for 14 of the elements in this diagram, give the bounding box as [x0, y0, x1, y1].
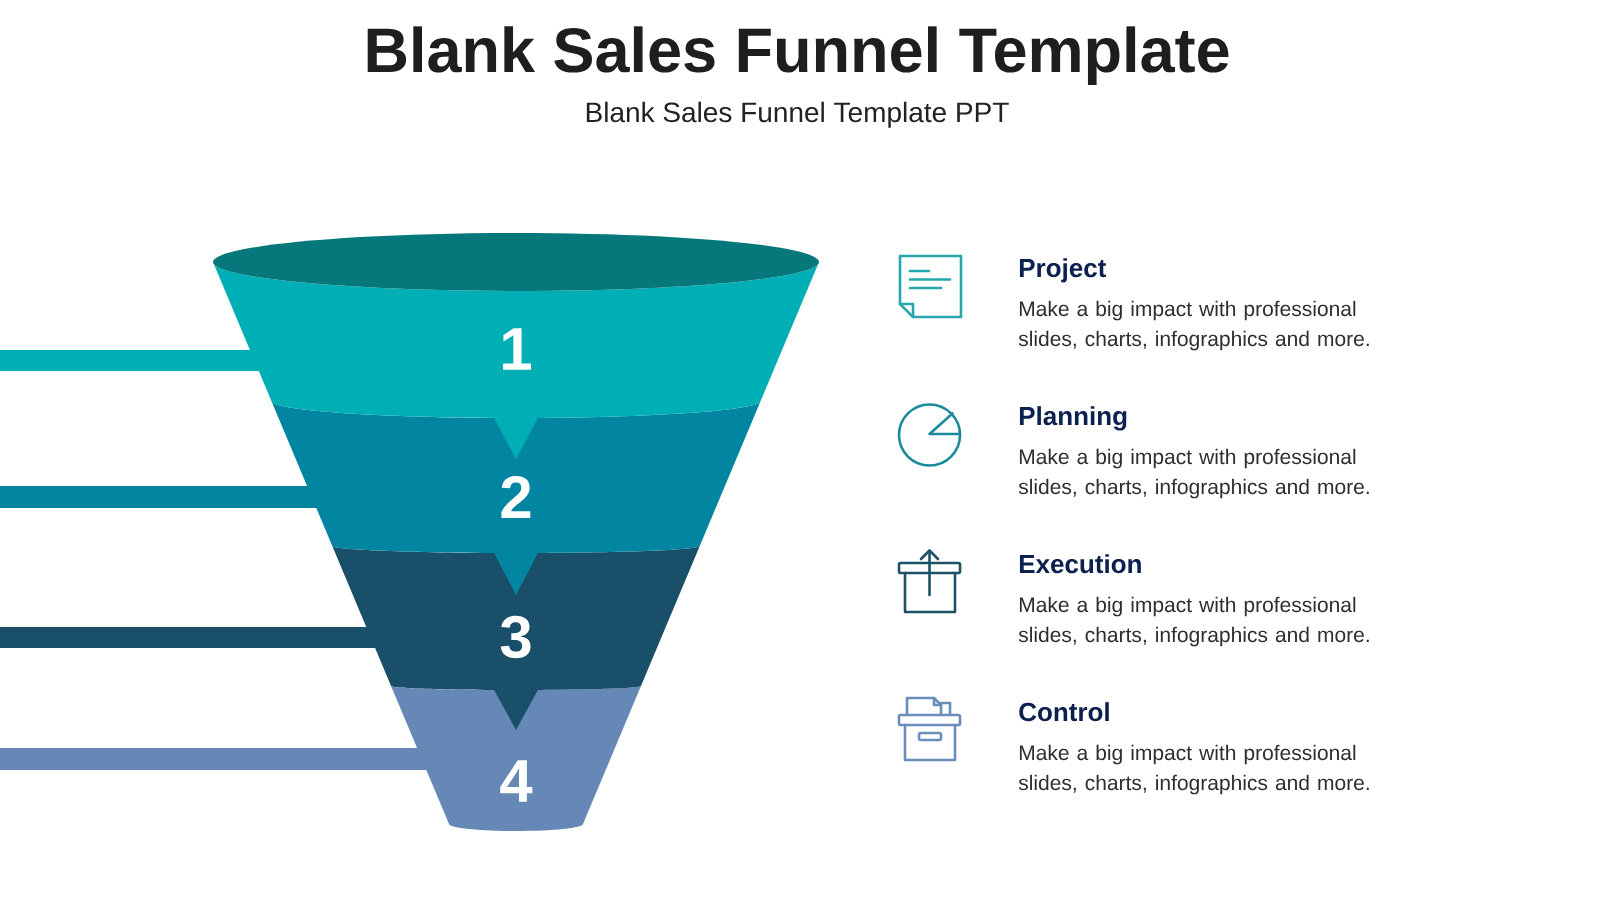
funnel-band: 1	[0, 233, 819, 459]
heading: Execution	[1019, 554, 1141, 574]
subtitle: Blank Sales Funnel Template PPT	[586, 101, 1009, 128]
description: Make a big impact with professional slides, charts, infographics and more.	[1018, 744, 1369, 795]
funnel-band: 3	[0, 546, 700, 730]
funnel-band: 2	[0, 401, 761, 595]
description: Make a big impact with professional slides, charts, infographics and more.	[1018, 596, 1369, 647]
heading: Project	[1019, 258, 1107, 283]
title: Blank Sales Funnel Template	[367, 26, 1229, 86]
description: Make a big impact with professional slides, charts, infographics and more.	[1018, 300, 1369, 351]
description: Make a big impact with professional slides, charts, infographics and more.	[1018, 448, 1369, 499]
funnel-band: 4	[0, 686, 641, 831]
heading: Control	[1019, 702, 1109, 722]
heading: Planning	[1019, 406, 1127, 431]
